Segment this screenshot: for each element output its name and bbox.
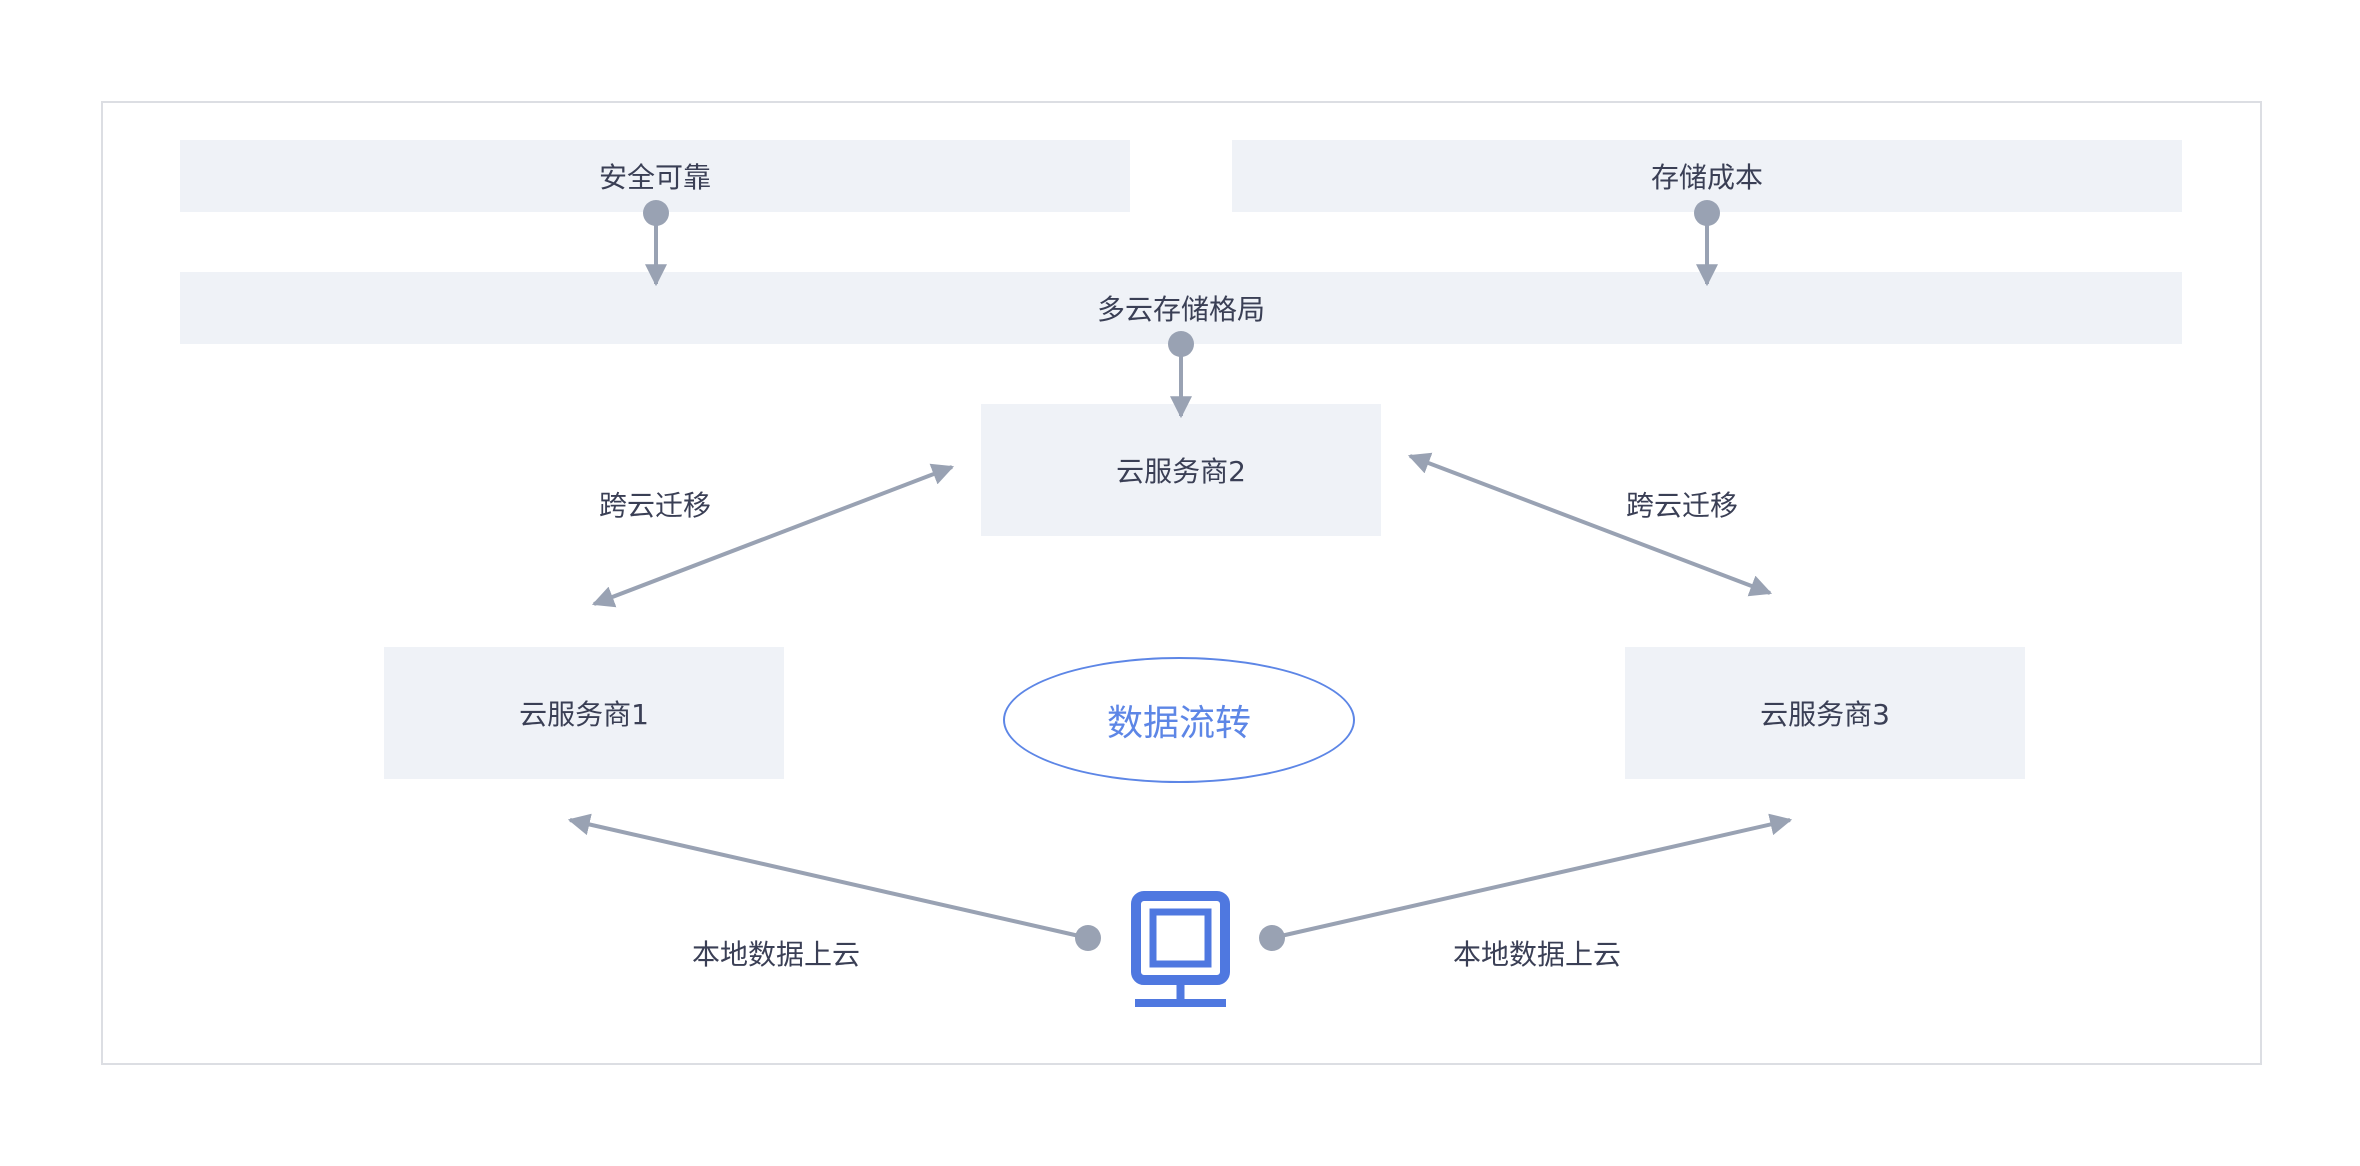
node-provider-2-label: 云服务商2 [1116,455,1246,488]
computer-icon [1131,891,1230,1007]
dot-cost [1694,200,1720,226]
node-multicloud-pattern-label: 多云存储格局 [1096,293,1265,326]
dot-pattern [1168,331,1194,357]
node-provider-3-label: 云服务商3 [1760,698,1890,731]
arrow-migrate-left [591,463,955,608]
upload-right-label: 本地数据上云 [1452,938,1622,971]
data-flow-label: 数据流转 [1106,703,1251,744]
diagram-frame [101,101,2262,1065]
node-storage-cost-label: 存储成本 [1650,161,1763,194]
arrow-migrate-right [1407,452,1773,597]
node-provider-1: 云服务商1 [384,647,784,779]
node-security: 安全可靠 [180,140,1130,212]
node-provider-3: 云服务商3 [1625,647,2025,779]
dot-upload-left [1075,925,1101,951]
arrow-upload-left [567,813,1089,940]
upload-left-label: 本地数据上云 [691,938,861,971]
node-security-label: 安全可靠 [598,161,711,194]
dot-security [643,200,669,226]
data-flow-ellipse: 数据流转 [1003,657,1355,783]
dot-upload-right [1259,925,1285,951]
node-provider-2: 云服务商2 [981,404,1381,536]
arrow-upload-right [1271,813,1793,940]
node-provider-1-label: 云服务商1 [519,698,649,731]
